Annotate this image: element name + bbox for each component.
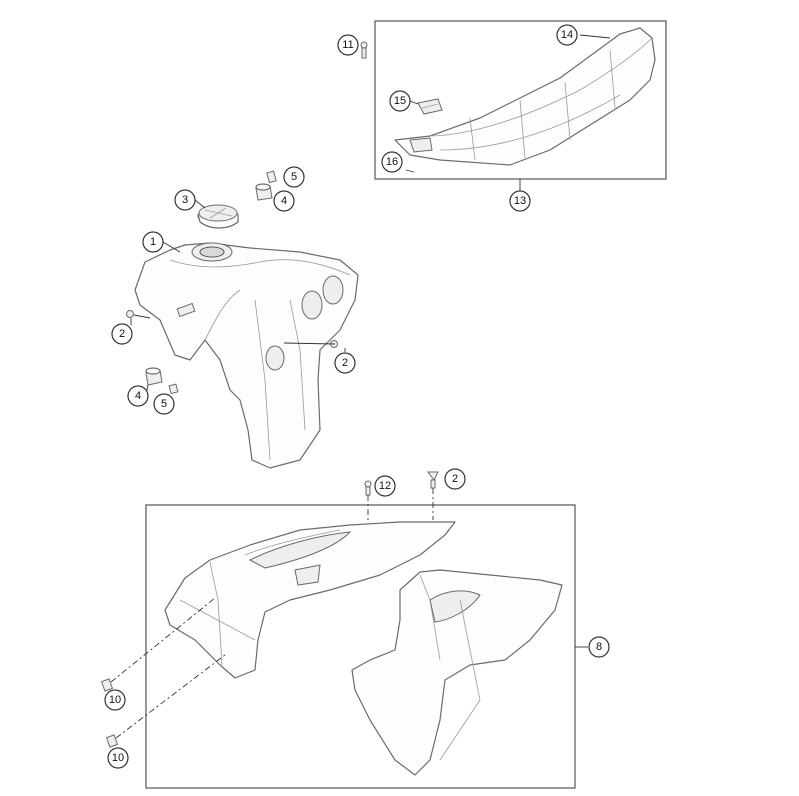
svg-text:2: 2 <box>342 357 348 369</box>
svg-text:10: 10 <box>109 694 121 706</box>
svg-text:8: 8 <box>596 641 602 653</box>
shroud-right-drawing <box>351 569 563 776</box>
callout-10-upper: 10 <box>104 689 126 711</box>
callout-8: 8 <box>588 636 610 658</box>
svg-text:11: 11 <box>342 39 353 51</box>
svg-text:2: 2 <box>452 473 458 485</box>
callout-11: 11 <box>337 34 359 56</box>
callout-2-left: 2 <box>111 323 133 345</box>
screw-12 <box>364 480 372 496</box>
bolt-5-top <box>266 170 277 184</box>
callout-10-lower: 10 <box>107 747 129 769</box>
svg-text:5: 5 <box>161 398 167 410</box>
svg-text:12: 12 <box>379 480 391 492</box>
svg-text:1: 1 <box>150 236 156 248</box>
svg-text:10: 10 <box>112 752 124 764</box>
seat-clip-15 <box>417 98 443 115</box>
callout-13: 13 <box>509 190 531 212</box>
callout-2-shroud: 2 <box>444 468 466 490</box>
screw-11 <box>360 41 368 59</box>
svg-text:2: 2 <box>119 328 125 340</box>
grommet-4-top <box>255 183 273 201</box>
callout-1: 1 <box>142 231 164 253</box>
callout-5-top: 5 <box>283 166 305 188</box>
callout-4-bottom: 4 <box>127 385 149 407</box>
screw-2-left <box>126 310 151 319</box>
svg-text:16: 16 <box>386 156 398 168</box>
bolt-5-bottom <box>168 383 179 395</box>
fuel-tank-drawing <box>134 242 359 469</box>
grommet-4-bottom <box>145 367 163 386</box>
seat-group-box <box>374 20 667 180</box>
svg-text:5: 5 <box>291 171 297 183</box>
screw-16 <box>405 169 415 173</box>
callout-15: 15 <box>389 90 411 112</box>
callout-2-right: 2 <box>334 352 356 374</box>
callout-12: 12 <box>374 475 396 497</box>
svg-text:4: 4 <box>281 195 287 207</box>
svg-text:3: 3 <box>182 194 188 206</box>
bolt-10-lower <box>105 734 119 748</box>
seat-drawing <box>394 27 656 166</box>
callout-3: 3 <box>174 189 196 211</box>
shroud-left-drawing <box>164 521 456 679</box>
shroud-group-box <box>145 504 576 789</box>
callout-5-bottom: 5 <box>153 393 175 415</box>
callout-16: 16 <box>381 151 403 173</box>
screw-2-shroud <box>427 471 439 489</box>
svg-text:4: 4 <box>135 390 141 402</box>
bolt-10-upper <box>100 678 114 692</box>
tank-cap-3 <box>197 204 239 229</box>
svg-text:13: 13 <box>514 195 526 207</box>
svg-text:14: 14 <box>561 29 573 41</box>
svg-text:15: 15 <box>394 95 406 107</box>
callout-14: 14 <box>556 24 578 46</box>
callout-4-top: 4 <box>273 190 295 212</box>
